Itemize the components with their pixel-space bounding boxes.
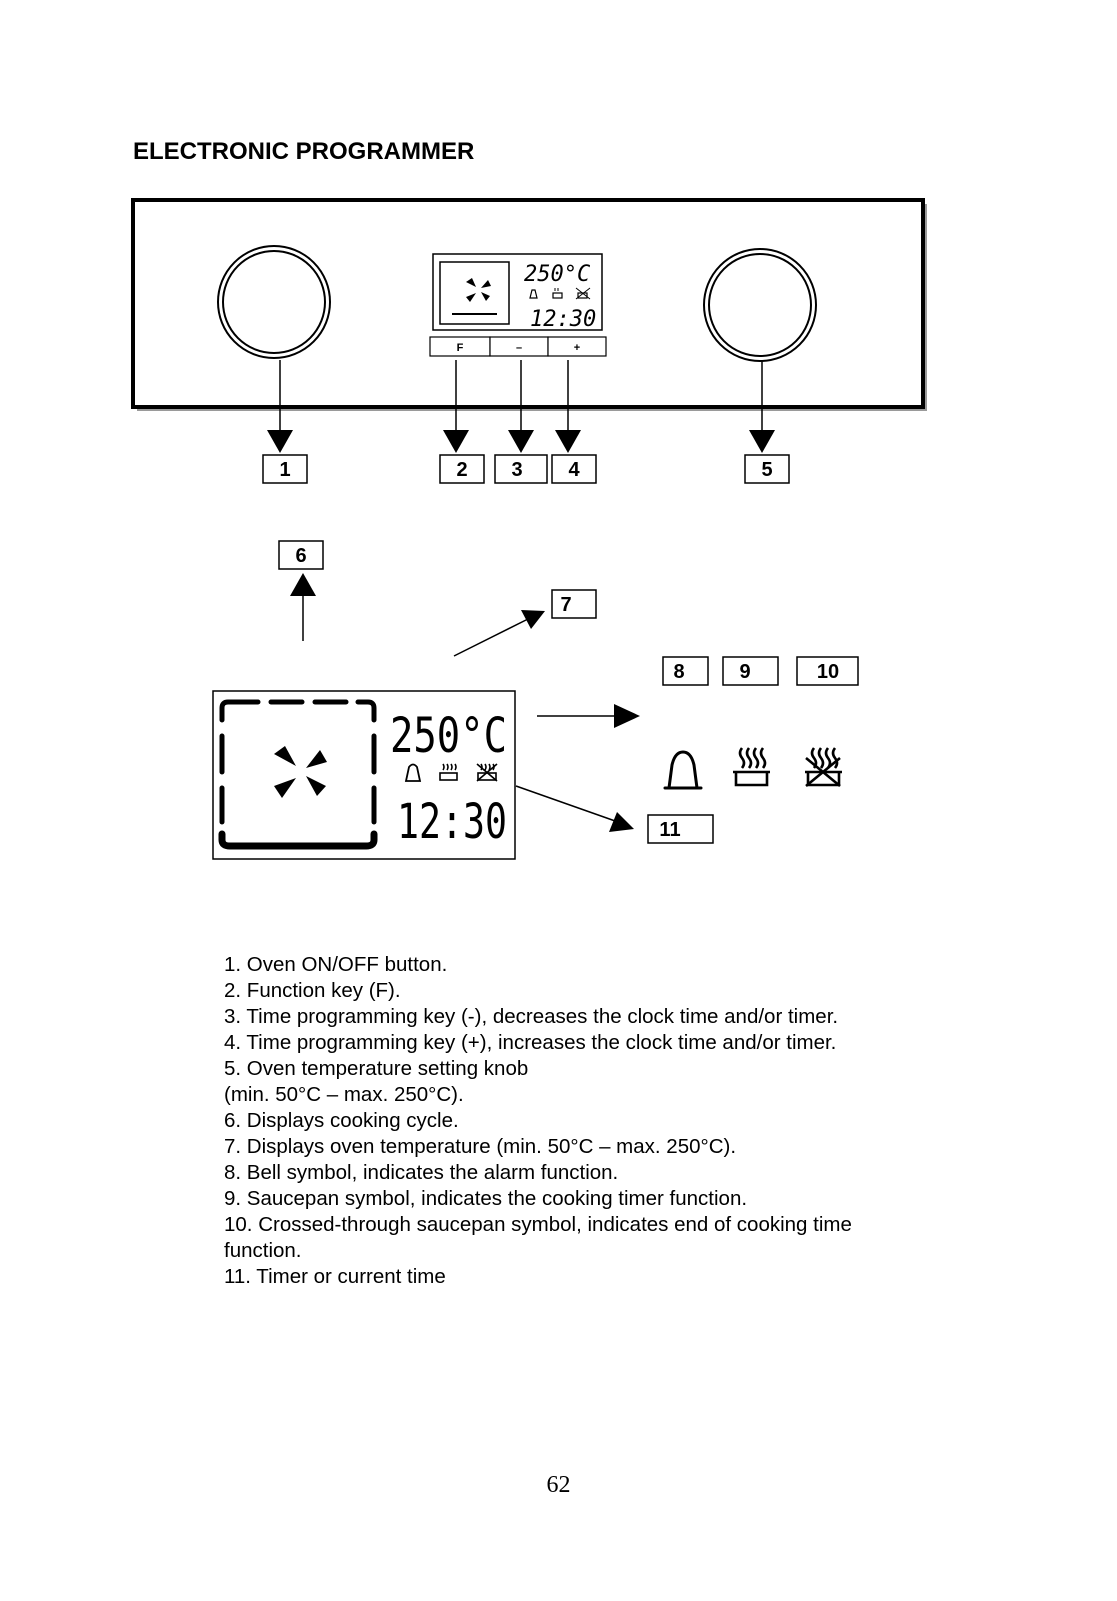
small-fan-icon [466,278,491,302]
arrow-7 [453,618,529,657]
svg-text:7: 7 [560,594,571,616]
callout-2: 2 [439,454,485,484]
callout-10: 10 [796,656,859,686]
small-temp-readout: 250°C [524,262,591,287]
programmer-diagram: 250°C 12:30 F – + 1 2 3 4 5 [131,198,927,860]
callout-8: 8 [662,656,709,686]
small-display: 250°C 12:30 [432,253,603,332]
callout-11: 11 [647,814,714,844]
callout-5: 5 [744,454,790,484]
large-display: 250°C 12:30 [212,690,516,860]
svg-text:8: 8 [673,661,684,683]
temperature-readout: 250°C [390,708,507,764]
description-item: 8. Bell symbol, indicates the alarm func… [224,1161,619,1184]
svg-text:1: 1 [279,459,290,481]
callout-3: 3 [494,454,548,484]
callout-4: 4 [551,454,597,484]
control-panel: 250°C 12:30 F – + [131,198,927,411]
saucepan-icon [733,747,770,787]
time-readout: 12:30 [397,794,507,850]
svg-text:10: 10 [817,661,839,683]
arrow-11 [515,785,619,823]
on-off-knob[interactable] [217,245,331,359]
description-item: 7. Displays oven temperature (min. 50°C … [224,1135,737,1158]
panel-arrows [279,360,763,440]
description-item: 9. Saucepan symbol, indicates the cookin… [224,1187,748,1210]
svg-text:11: 11 [659,819,680,841]
description-list: 1. Oven ON/OFF button. 2. Function key (… [224,952,944,1290]
svg-text:9: 9 [739,661,750,683]
callout-9: 9 [722,656,779,686]
description-item: 11. Timer or current time [224,1265,446,1288]
bell-icon [663,750,703,790]
plus-key-label: + [574,342,580,354]
arrowhead-7 [521,610,545,629]
minus-key-label: – [516,342,522,354]
temperature-knob[interactable] [703,248,817,362]
description-item: 6. Displays cooking cycle. [224,1109,459,1132]
button-strip: F – + [429,336,607,357]
display-crossed-saucepan-icon [476,763,498,782]
svg-text:4: 4 [568,459,580,481]
display-saucepan-icon [439,763,458,781]
description-item: 10. Crossed-through saucepan symbol, ind… [224,1213,852,1236]
display-bell-icon [404,763,422,782]
callout-7: 7 [551,589,597,619]
callout-6: 6 [278,540,324,570]
plus-key[interactable] [547,336,607,357]
panel-arrowheads [267,430,775,453]
description-item: 4. Time programming key (+), increases t… [224,1031,837,1054]
svg-text:5: 5 [761,459,772,481]
arrowhead-6 [290,573,316,596]
arrowhead-symbols [614,704,640,728]
description-item: 5. Oven temperature setting knob [224,1057,529,1080]
page-title: ELECTRONIC PROGRAMMER [133,138,475,165]
small-time-readout: 12:30 [530,307,596,332]
svg-text:6: 6 [295,545,306,567]
small-bell-icon [529,289,538,299]
arrowhead-11 [609,812,634,832]
page-number: 62 [546,1472,571,1498]
description-item: function. [224,1239,302,1262]
description-item: (min. 50°C – max. 250°C). [224,1083,464,1106]
callout-1: 1 [262,454,308,484]
fan-icon [274,746,327,798]
svg-text:2: 2 [456,459,467,481]
description-item: 1. Oven ON/OFF button. [224,953,448,976]
function-key-label: F [457,342,464,354]
svg-text:3: 3 [511,459,522,481]
small-saucepan-icon [552,288,563,299]
crossed-saucepan-icon [805,747,842,788]
small-crossed-saucepan-icon [575,287,591,300]
description-item: 3. Time programming key (-), decreases t… [224,1005,839,1028]
description-item: 2. Function key (F). [224,979,401,1002]
